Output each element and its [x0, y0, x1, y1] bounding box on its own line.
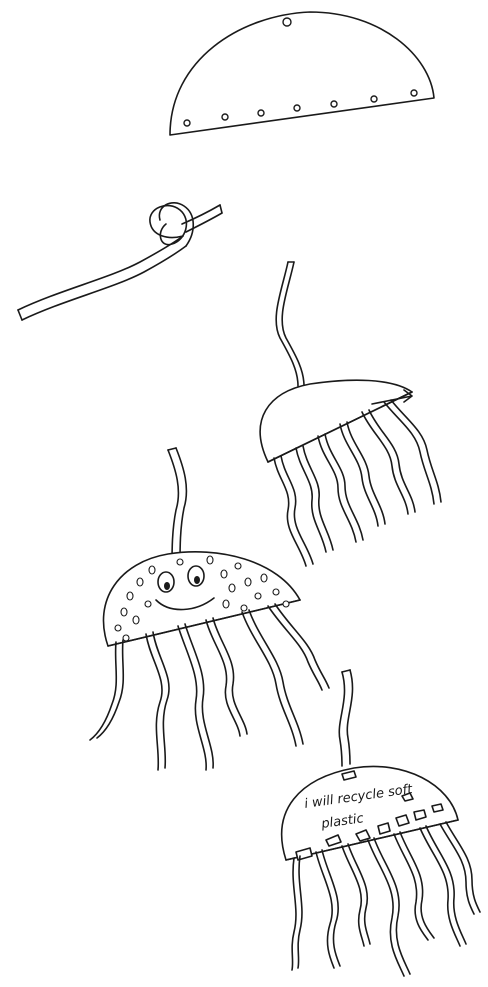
- step-5-message-jellyfish: i will recycle soft plastic: [282, 670, 480, 976]
- step-3-threaded-jellyfish: [260, 262, 441, 566]
- step-2-knotted-string: [18, 203, 222, 320]
- step-4-decorated-jellyfish: [90, 448, 329, 770]
- step-1-half-circle: [170, 12, 434, 135]
